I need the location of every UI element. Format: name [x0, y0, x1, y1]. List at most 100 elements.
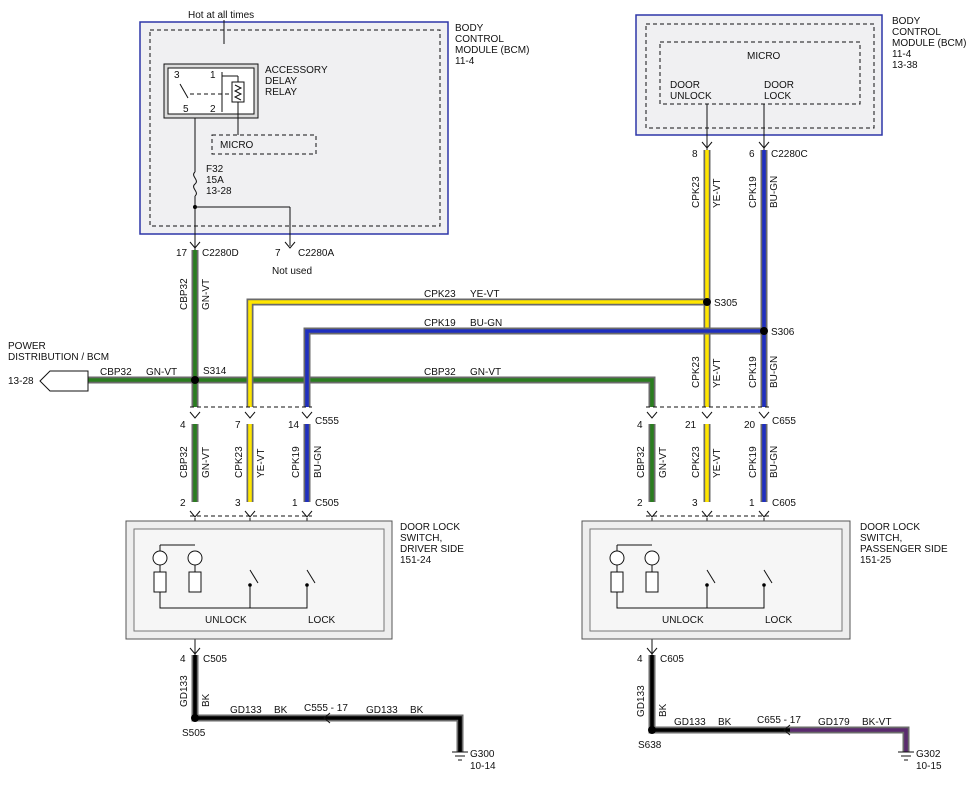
right-cbp32-lower-color: GN-VT [658, 447, 669, 478]
bcm-left-title-4: 11-4 [455, 56, 475, 67]
s505-label: S505 [182, 728, 206, 739]
cpk23-lower-wire [248, 424, 709, 502]
splice-s314 [191, 376, 199, 384]
g302-ref: 10-15 [916, 761, 942, 772]
passenger-lamp-b [644, 550, 660, 566]
relay-label-2: DELAY [265, 76, 297, 87]
relay-pin-5: 5 [183, 104, 189, 115]
gd133-wire [193, 655, 790, 752]
cbp32-mid-code: CBP32 [424, 367, 456, 378]
driver-switch-inner [133, 528, 385, 632]
driver-lock-contact [305, 583, 309, 587]
gd133-left-code: GD133 [230, 705, 262, 716]
cpk23-horizontal-color: YE-VT [470, 289, 499, 300]
passenger-lock-label: LOCK [765, 615, 793, 626]
cpk19-lower-wire [305, 424, 766, 502]
cpk23-horizontal-code: CPK23 [424, 289, 456, 300]
bcm-right-title-3: MODULE (BCM) [892, 38, 966, 49]
left-lower-pin-b: 3 [235, 498, 241, 509]
bcm-right-module: MICRO DOOR UNLOCK DOOR LOCK BODY CONTROL… [635, 14, 966, 160]
driver-switch-contacts [249, 569, 316, 584]
bcm-right-micro-box [659, 41, 861, 105]
relay-pin-2: 2 [210, 104, 216, 115]
cpk19-mid-color: BU-GN [769, 356, 780, 388]
driver-unlock-label: UNLOCK [205, 615, 247, 626]
c2280a-pin [284, 241, 296, 249]
relay-pin-3: 3 [174, 70, 180, 81]
s306-label: S306 [771, 327, 795, 338]
c605-lower-pin [646, 647, 658, 655]
relay-coil-winding [233, 84, 243, 101]
cpk23-mid-color: YE-VT [712, 359, 723, 388]
cbp32-lower-wire [193, 424, 654, 502]
left-cpk23-lower-color: YE-VT [256, 449, 267, 478]
bcm-left-box [139, 21, 449, 235]
cpk19-horizontal-code: CPK19 [424, 318, 456, 329]
g300-ref: 10-14 [470, 761, 496, 772]
c2280c-pin-6 [758, 141, 770, 149]
ground-g300: G300 10-14 [452, 749, 496, 772]
c505-bottom-label: C505 [203, 654, 227, 665]
driver-lamp-a [152, 550, 168, 566]
ground-g302: G302 10-15 [898, 749, 942, 772]
connector-pins [189, 411, 770, 655]
door-lock-switch-driver: UNLOCK LOCK DOOR LOCK SWITCH, DRIVER SID… [125, 520, 464, 640]
driver-switch-title-3: DRIVER SIDE [400, 544, 464, 555]
gd133-pass-color: BK [718, 717, 732, 728]
passenger-switch-contacts [706, 569, 773, 584]
c605-pins [646, 510, 770, 518]
relay-pin-1: 1 [210, 70, 216, 81]
passenger-switch-title-2: SWITCH, [860, 533, 902, 544]
relay-switch-blade [179, 83, 189, 99]
c2280a-label: C2280A [298, 248, 334, 259]
c555-17-label: C555 - 17 [304, 703, 348, 714]
driver-led-b [188, 571, 202, 593]
left-upper-pin-a: 4 [180, 420, 186, 431]
left-cbp32-lower-code: CBP32 [179, 446, 190, 478]
passenger-unlock-label: UNLOCK [662, 615, 704, 626]
bcm-left-micro-label: MICRO [220, 140, 254, 151]
c2280d-label: C2280D [202, 248, 239, 259]
gd179-wire-outline [790, 726, 910, 752]
driver-lock-label: LOCK [308, 615, 336, 626]
splice-s505 [191, 714, 199, 722]
right-gd133-vert-color: BK [658, 703, 669, 717]
passenger-internal-wiring [616, 544, 765, 609]
relay-label-3: RELAY [265, 87, 297, 98]
cpk23-top-code: CPK23 [691, 176, 702, 208]
driver-internal-wiring [159, 544, 308, 609]
s638-label: S638 [638, 740, 662, 751]
c605-bottom-label: C605 [660, 654, 684, 665]
right-lower-pin-c: 1 [749, 498, 755, 509]
g300-ground-icon [452, 751, 468, 761]
left-cbp32-lower-color: GN-VT [201, 447, 212, 478]
hot-at-all-times-label: Hot at all times [188, 10, 254, 21]
cpk19-top-color: BU-GN [769, 176, 780, 208]
right-lower-pin-b: 3 [692, 498, 698, 509]
right-cpk23-lower-code: CPK23 [691, 446, 702, 478]
c555-pins [189, 411, 313, 419]
cpk19-horizontal-color: BU-GN [470, 318, 502, 329]
right-lower-pin-a: 2 [637, 498, 643, 509]
driver-switch-title-1: DOOR LOCK [400, 522, 460, 533]
right-gd133-vert-code: GD133 [636, 685, 647, 717]
power-dist-connector [39, 370, 89, 392]
bcm-right-inner [645, 23, 875, 129]
right-cpk23-lower-color: YE-VT [712, 449, 723, 478]
ground-wire-outline [191, 655, 790, 752]
left-cpk19-lower-code: CPK19 [291, 446, 302, 478]
splice-s306 [760, 327, 768, 335]
left-cpk23-lower-code: CPK23 [234, 446, 245, 478]
fuse-f32 [193, 171, 197, 197]
relay-label-1: ACCESSORY [265, 65, 328, 76]
gd133-left-color: BK [274, 705, 288, 716]
fuse-label-2: 15A [206, 175, 224, 186]
left-lower-pin-a: 2 [180, 498, 186, 509]
c505-label: C505 [315, 498, 339, 509]
passenger-switch-title-3: PASSENGER SIDE [860, 544, 948, 555]
c655-17-label: C655 - 17 [757, 715, 801, 726]
gd179-code: GD179 [818, 717, 850, 728]
cbp32-horizontal-color: GN-VT [146, 367, 177, 378]
